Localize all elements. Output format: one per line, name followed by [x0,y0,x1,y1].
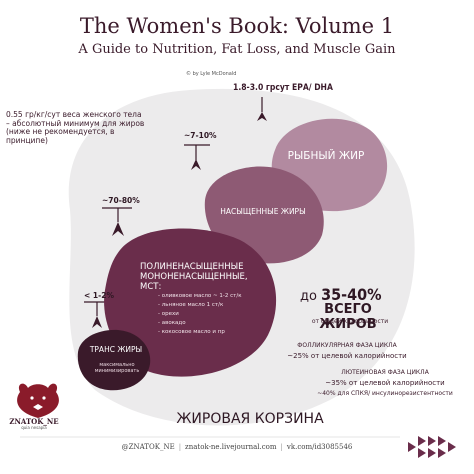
list-item: - оливковое масло ~ 1-2 ст/к [158,293,242,299]
arrow-saturated [184,144,210,170]
basket-title: ЖИРОВАЯ КОРЗИНА [176,411,324,427]
author-credit: © by Lyle McDonald [186,71,237,77]
follicular-label: ФОЛЛИКУЛЯРНАЯ ФАЗА ЦИКЛА [297,342,397,349]
epa-dha-value: 1.8-3.0 грсут ЕРА/ DHA [233,83,333,93]
footer-links: @ZNATOK_NE|znatok-ne.livejournal.com|vk.… [0,443,474,451]
trans-circle [77,329,151,391]
brand-motto: quia nesapia [21,425,47,430]
trans-percent: < 1-2% [84,291,114,300]
footer-handle[interactable]: @ZNATOK_NE [121,443,175,451]
list-item: - авокадо [158,319,186,326]
total-fat-sub: от общей калорийности [311,318,389,325]
luteal-label: ЛЮТЕИНОВАЯ ФАЗА ЦИКЛА [341,369,429,376]
brand-name: ZNATOK_NE [9,417,59,426]
trans-sublabel: максимально минимизировать [94,362,140,374]
luteal-note: ~40% для СПКЯ/ инсулинорезистентности [317,390,453,397]
follicular-value: ~25% от целевой калорийности [287,352,407,360]
footer-separator: | [280,443,283,451]
saturated-percent: ~7-10% [184,131,217,140]
arrow-top [257,97,267,121]
poly-mono-list: - оливковое масло ~ 1-2 ст/к - льняное м… [158,293,268,338]
saturated-label: НАСЫЩЕННЫЕ ЖИРЫ [220,207,306,216]
share-prefix: до [300,289,317,304]
footer-blog-link[interactable]: znatok-ne.livejournal.com [185,443,277,451]
total-fat-share: до 35-40% [300,285,400,305]
mono-poly-percent: ~70-80% [102,196,140,205]
list-item: - орехи [158,310,179,317]
poly-mono-label: ПОЛИНЕНАСЫЩЕННЫЕ МОНОНЕНАСЫЩЕННЫЕ, МСТ: [140,262,248,292]
page-title: The Women's Book: Volume 1 [79,14,395,38]
footer-vk-link[interactable]: vk.com/id3085546 [286,443,353,451]
arrow-mono-poly [102,207,132,236]
arrow-trans [84,301,108,328]
footer-separator: | [178,443,182,451]
luteal-value: ~35% от целевой калорийности [325,379,445,387]
fish-oil-label: РЫБНЫЙ ЖИР [287,150,365,162]
share-range: 35-40% [321,285,382,304]
poly-mono-circle [104,228,277,377]
min-fat-note: 0.55 гр/кг/сут веса женского тела – абсо… [6,110,145,145]
page-subtitle: A Guide to Nutrition, Fat Loss, and Musc… [78,42,396,57]
total-fat-label: ВСЕГО ЖИРОВ [319,302,377,332]
bear-logo-icon [17,383,59,418]
trans-label: ТРАНС ЖИРЫ [89,345,143,354]
list-item: - льняное масло 1 ст/к [158,301,224,308]
triangle-pattern-icon [408,436,456,458]
list-item: - кокосовое масло и пр [158,328,225,335]
